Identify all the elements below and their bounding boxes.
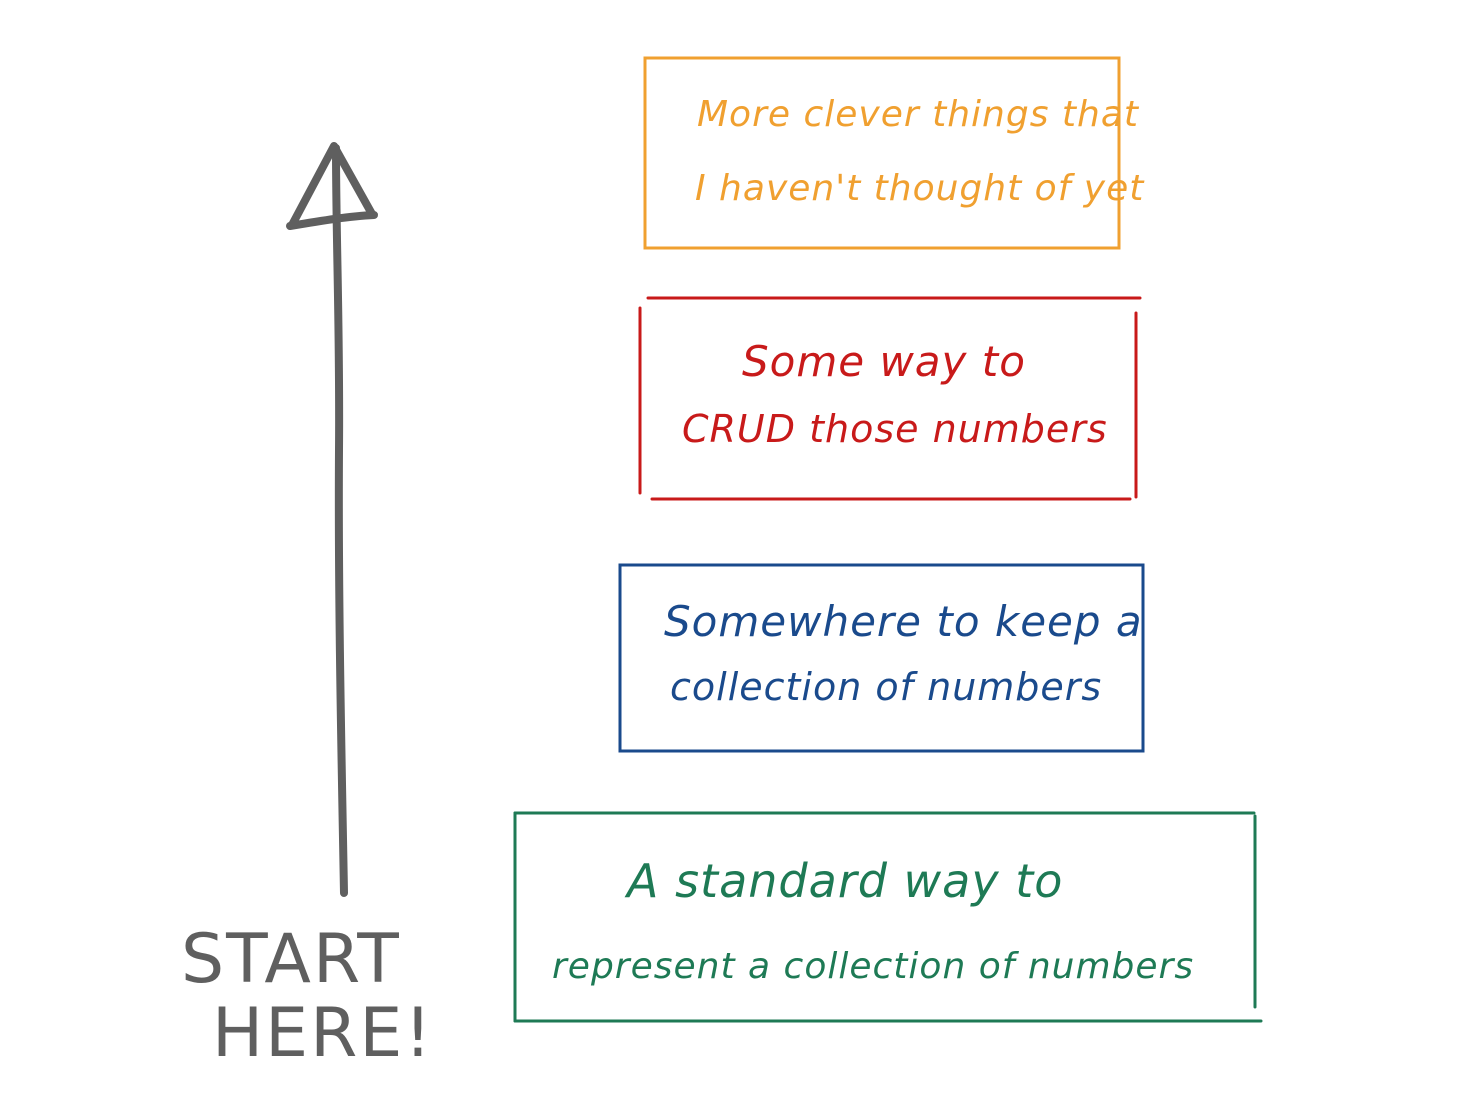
arrow-shaft — [332, 144, 348, 897]
start-label-line1: START — [181, 920, 401, 999]
start-here-label: START HERE! — [181, 920, 434, 1073]
box-more-clever-things: More clever things that I haven't though… — [643, 56, 1145, 250]
box-red-line2: CRUD those numbers — [682, 407, 1108, 451]
box-green-line2: represent a collection of numbers — [552, 946, 1194, 987]
start-label-line2: HERE! — [212, 994, 434, 1073]
box-standard-representation: A standard way to represent a collection… — [513, 811, 1263, 1023]
box-keep-collection: Somewhere to keep a collection of number… — [618, 563, 1145, 753]
box-blue-line1: Somewhere to keep a — [664, 597, 1143, 646]
box-blue-line2: collection of numbers — [670, 665, 1102, 709]
box-orange-frame — [643, 56, 1121, 250]
box-green-line1: A standard way to — [624, 854, 1063, 908]
up-arrow-icon — [286, 142, 378, 897]
box-orange-line1: More clever things that — [697, 94, 1140, 135]
box-blue-frame — [618, 563, 1145, 753]
box-red-line1: Some way to — [742, 337, 1026, 386]
arrow-head — [286, 142, 378, 230]
box-crud-numbers: Some way to CRUD those numbers — [638, 296, 1142, 501]
box-orange-line2: I haven't thought of yet — [695, 168, 1145, 209]
